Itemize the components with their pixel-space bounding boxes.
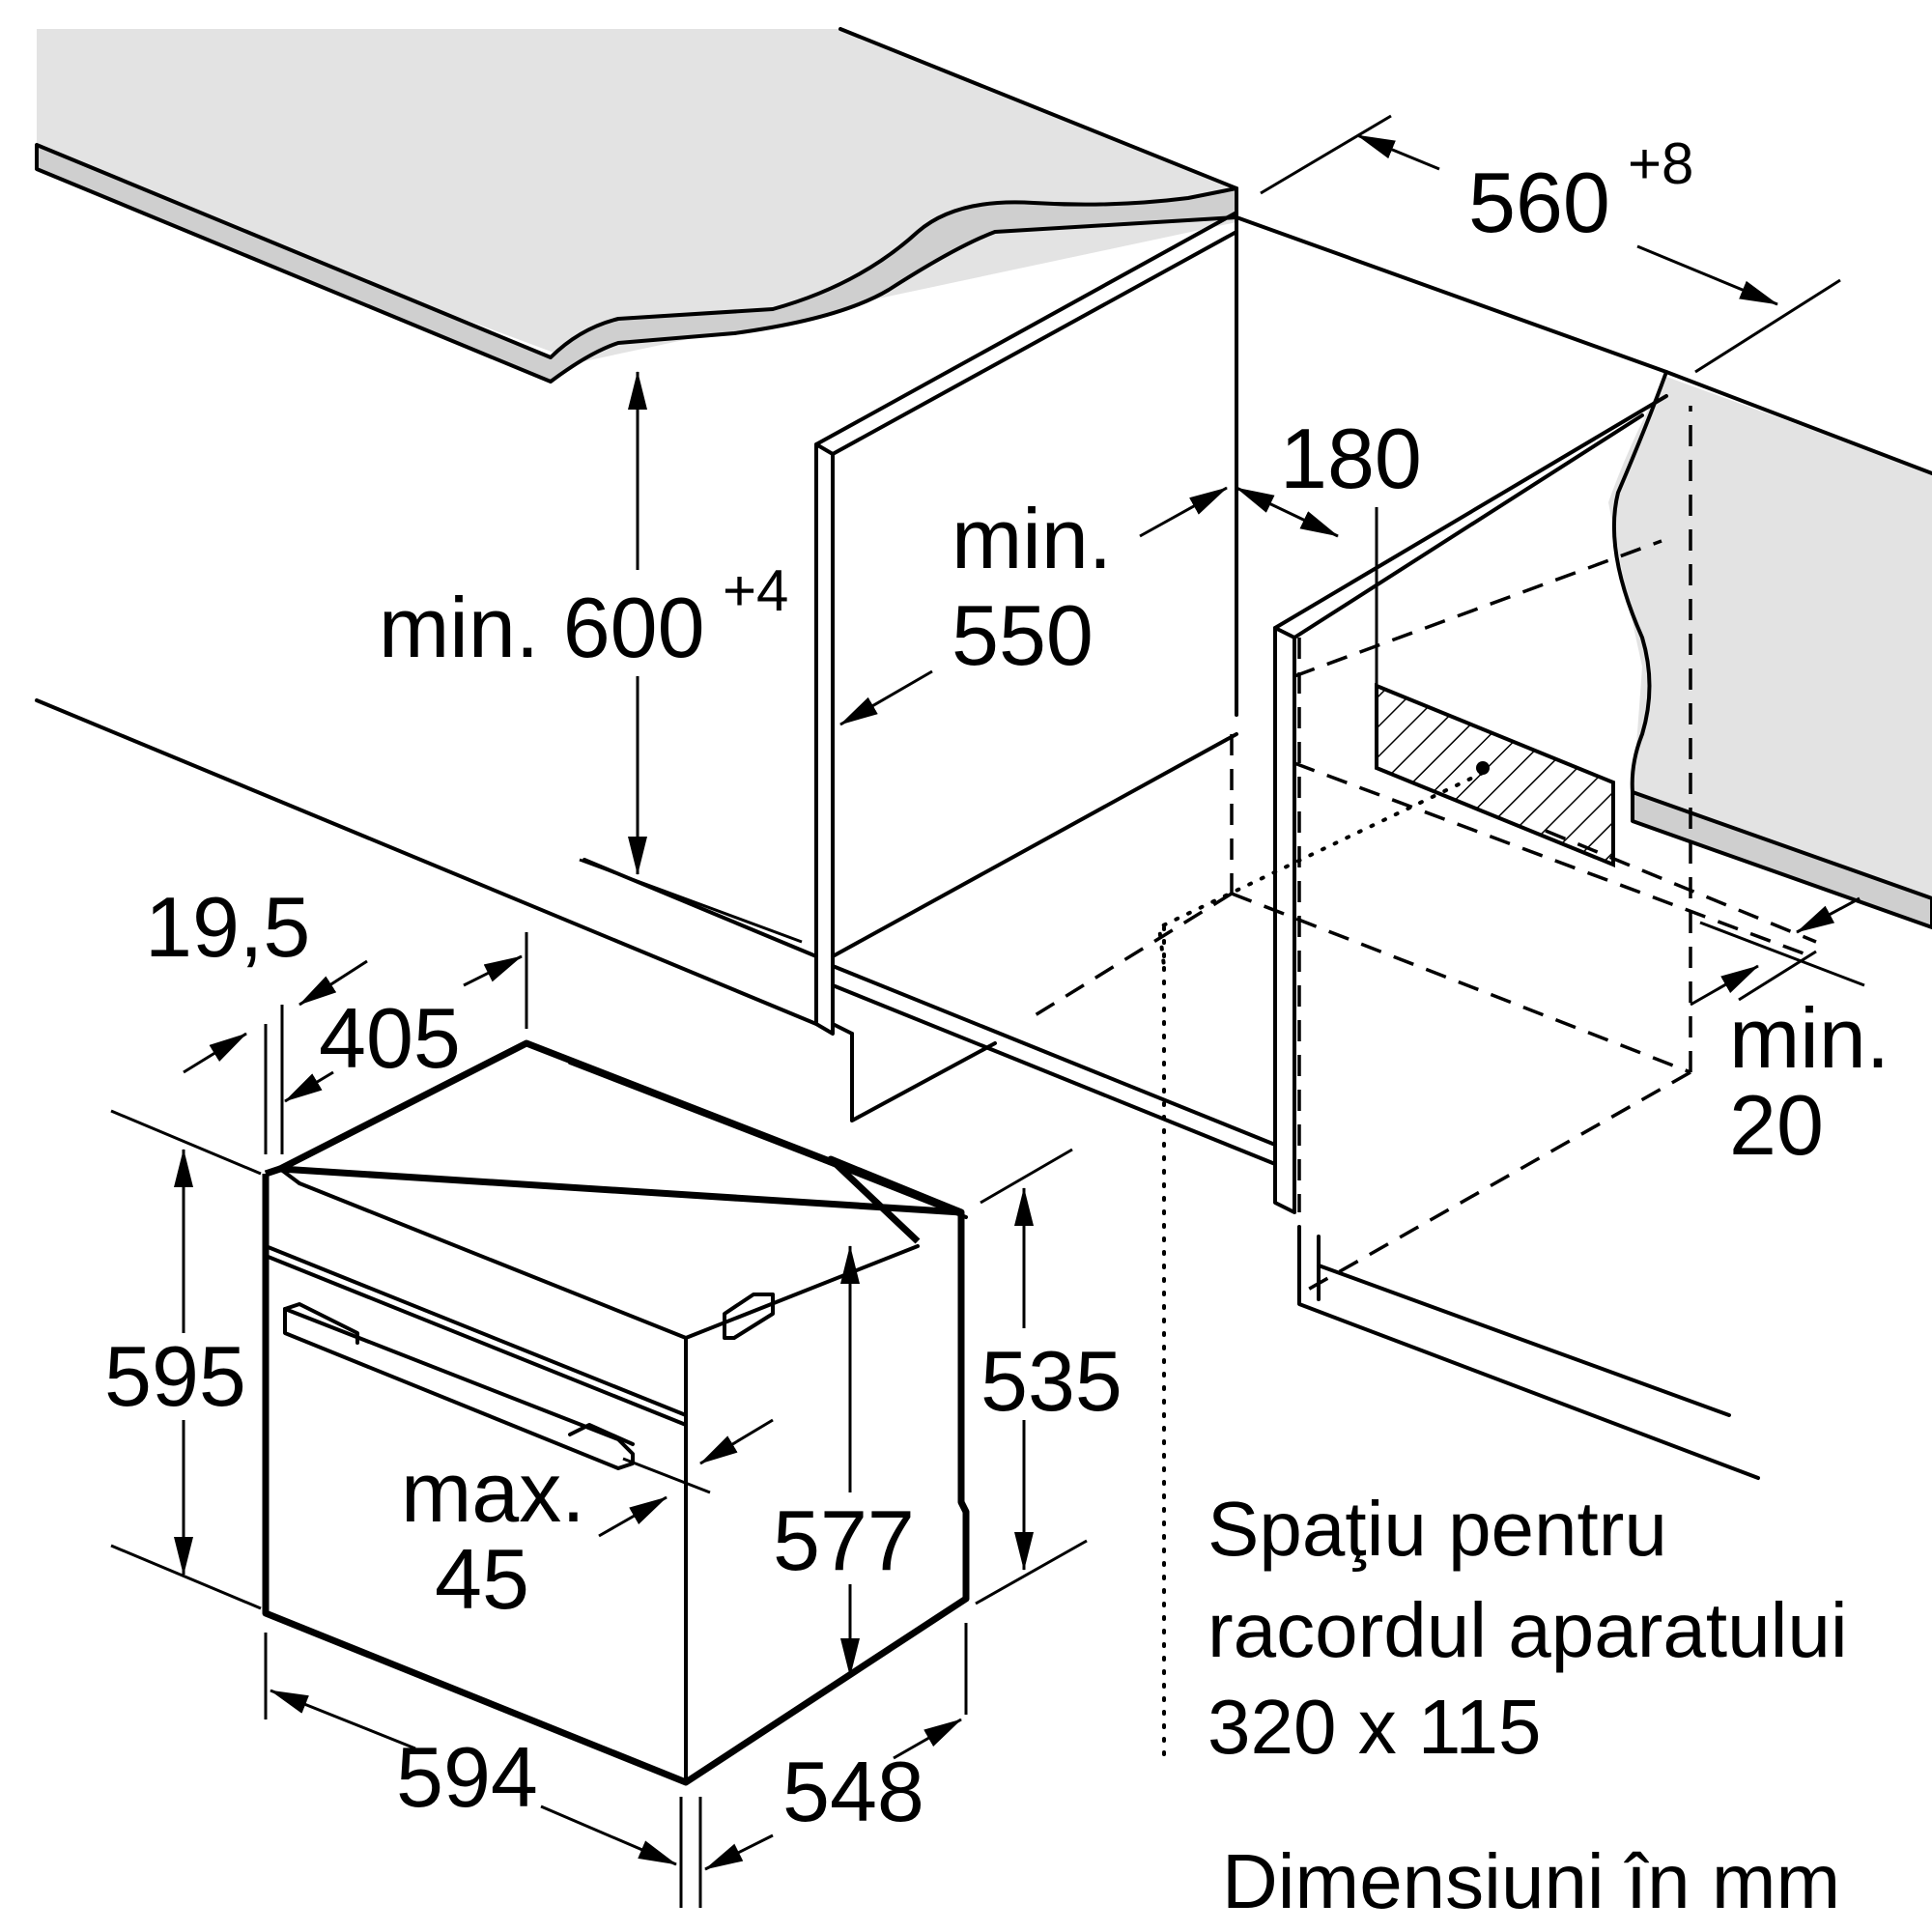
top-rail-depth-label: 405	[319, 990, 461, 1086]
oven-depth-label: 548	[782, 1744, 924, 1839]
niche-height-tolerance: +4	[723, 558, 788, 623]
connection-offset-label: 180	[1280, 411, 1422, 506]
connection-space-line-2: racordul aparatului	[1208, 1587, 1848, 1673]
max-projection-prefix: max.	[401, 1444, 585, 1540]
rear-gap-prefix: min.	[1729, 990, 1889, 1086]
connection-space-line-3: 320 x 115	[1208, 1684, 1541, 1770]
niche-width-tolerance: +8	[1628, 131, 1693, 196]
niche-depth-label: 550	[952, 587, 1094, 683]
oven-inner-height-label: 577	[773, 1492, 915, 1588]
dimension-lines	[110, 114, 1865, 1908]
oven-width-label: 594	[396, 1729, 538, 1825]
niche-width-label: 560	[1468, 155, 1610, 250]
niche-depth-prefix: min.	[952, 491, 1112, 586]
units-note: Dimensiuni în mm	[1222, 1838, 1840, 1924]
connection-space-line-1: Spaţiu pentru	[1208, 1486, 1667, 1572]
notes: Spaţiu pentru racordul aparatului 320 x …	[1208, 1486, 1848, 1924]
niche-height-label: min. 600	[379, 580, 705, 675]
front-panel-thickness-label: 19,5	[145, 879, 310, 975]
connection-area	[1156, 683, 1615, 1760]
oven-height-label: 595	[104, 1328, 246, 1424]
oven	[262, 1039, 970, 1786]
cabinet-niche	[35, 211, 1760, 1480]
oven-body-height-label: 535	[980, 1333, 1122, 1429]
rear-gap-label: 20	[1729, 1077, 1824, 1173]
right-countertop	[1608, 370, 1932, 929]
dimension-labels: 560 +8 min. 600 +4 min. 550 180 min. 20 …	[104, 131, 1889, 1839]
hidden-edges	[1028, 406, 1817, 1296]
countertop	[35, 27, 1238, 384]
max-projection-label: 45	[435, 1531, 529, 1627]
